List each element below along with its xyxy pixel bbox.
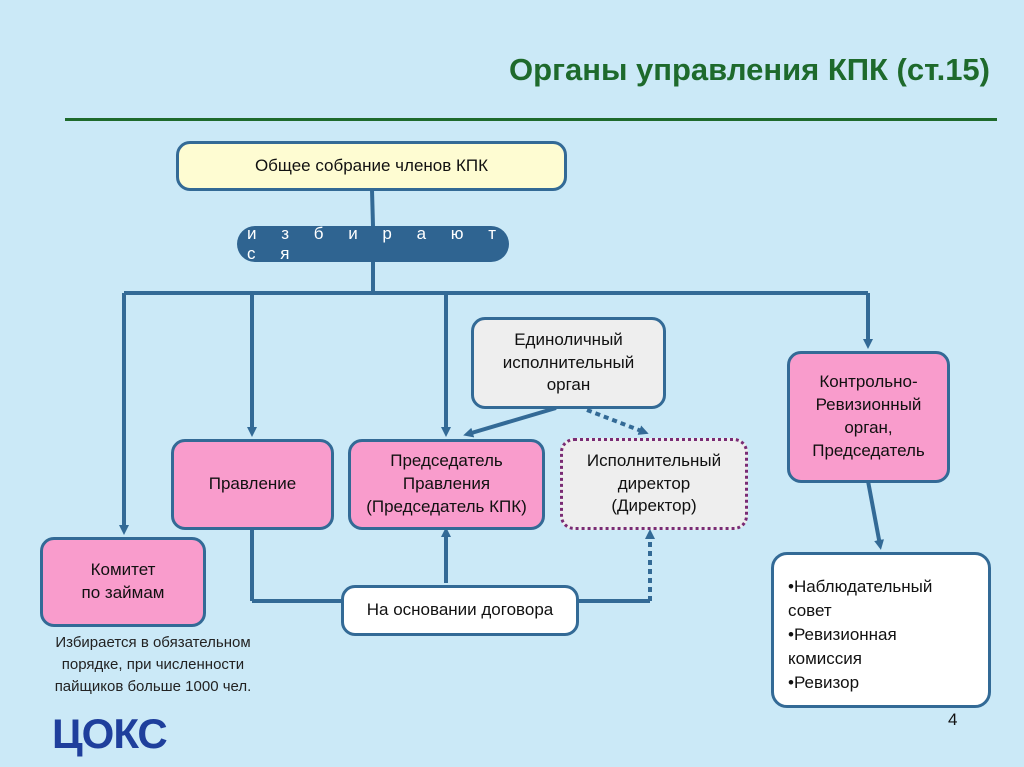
sole-executive-node: Единоличный исполнительный орган bbox=[471, 317, 666, 409]
tsoks-logo: ЦОКС bbox=[52, 710, 168, 757]
audit-option-auditor: •Ревизор bbox=[788, 673, 860, 692]
audit-option-supervisory-board: •Наблюдательный совет bbox=[788, 577, 933, 620]
executive-director-node: Исполнительный директор (Директор) bbox=[560, 438, 748, 530]
general-meeting-node: Общее собрание членов КПК bbox=[176, 141, 567, 191]
chairman-node: Председатель Правления (Председатель КПК… bbox=[348, 439, 545, 530]
logo-text: ЦОКС bbox=[52, 710, 167, 757]
slide-title: Органы управления КПК (ст.15) bbox=[509, 52, 990, 87]
elect-label: и з б и р а ю т с я bbox=[237, 224, 509, 263]
loan-committee-note: Избирается в обязательном порядке, при ч… bbox=[54, 634, 252, 695]
title-underline bbox=[65, 118, 997, 121]
audit-option-audit-commission: •Ревизионная комиссия bbox=[788, 625, 897, 668]
audit-options-list: •Наблюдательный совет •Ревизионная комис… bbox=[771, 552, 991, 708]
page-number: 4 bbox=[948, 710, 958, 729]
control-audit-node: Контрольно- Ревизионный орган, Председат… bbox=[787, 351, 950, 483]
loan-committee-node: Комитет по займам bbox=[40, 537, 206, 627]
board-node: Правление bbox=[171, 439, 334, 530]
contract-basis-node: На основании договора bbox=[341, 585, 579, 636]
